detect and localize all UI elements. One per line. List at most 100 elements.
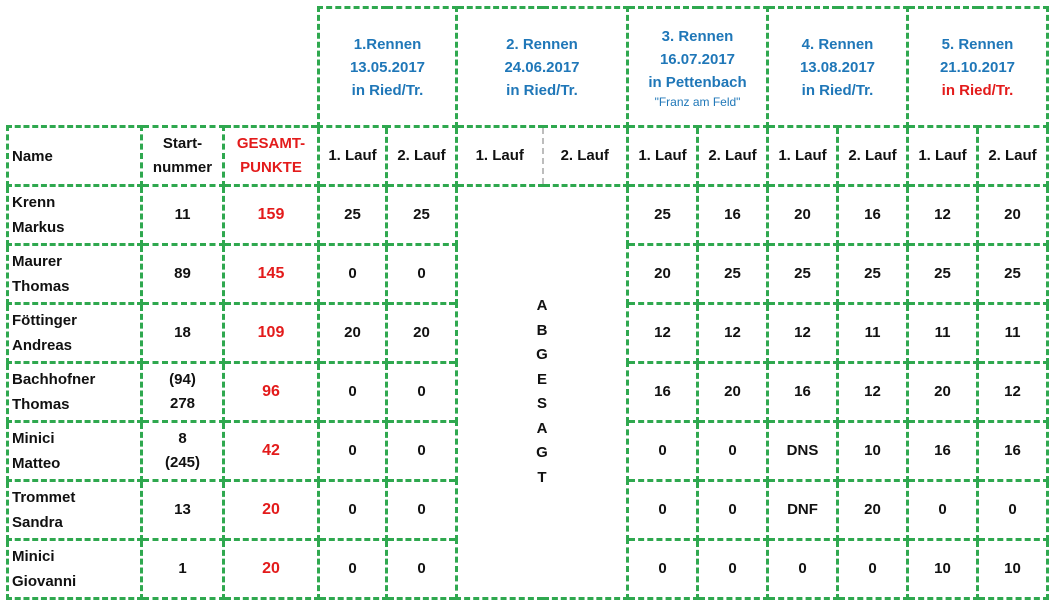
r4-run1: 16	[766, 361, 839, 423]
race-date: 16.07.2017	[659, 50, 736, 68]
race-location: in Ried/Tr.	[351, 81, 424, 99]
race-date: 24.06.2017	[504, 58, 580, 76]
r1-run2: 25	[385, 184, 458, 246]
race-4-header: 4. Rennen 13.08.2017 in Ried/Tr.	[766, 6, 909, 128]
race-2-cancelled: A B G E S A G T	[455, 184, 629, 600]
race-location: in Ried/Tr.	[506, 81, 578, 99]
r5-run2: 12	[976, 361, 1049, 423]
start-number: 11	[140, 184, 225, 246]
r3-run1: 12	[626, 302, 699, 364]
total-points: 159	[222, 184, 320, 246]
total-points: 109	[222, 302, 320, 364]
race-1-header: 1.Rennen 13.05.2017 in Ried/Tr.	[317, 6, 458, 128]
r3-run2: 16	[696, 184, 769, 246]
r1-run1: 0	[317, 243, 388, 305]
start-number: 18	[140, 302, 225, 364]
r3-run1: 25	[626, 184, 699, 246]
header-r4-run2: 2. Lauf	[836, 125, 909, 187]
header-r3-run1: 1. Lauf	[626, 125, 699, 187]
start-number: 8(245)	[140, 420, 225, 482]
race-3-header: 3. Rennen 16.07.2017 in Pettenbach "Fran…	[626, 6, 769, 128]
r1-run1: 0	[317, 420, 388, 482]
total-points: 145	[222, 243, 320, 305]
r3-run2: 25	[696, 243, 769, 305]
race-location: in Ried/Tr.	[801, 81, 874, 99]
r4-run1: 0	[766, 538, 839, 600]
r4-run1: 12	[766, 302, 839, 364]
header-r2-run1: 1. Lauf	[455, 125, 544, 187]
column-header-row: Name Start- nummer GESAMT- PUNKTE 1. Lau…	[6, 125, 1049, 187]
r5-run1: 12	[906, 184, 979, 246]
r4-run1: 25	[766, 243, 839, 305]
r4-run2: 11	[836, 302, 909, 364]
r3-run2: 20	[696, 361, 769, 423]
header-r1-run1: 1. Lauf	[317, 125, 388, 187]
r5-run1: 25	[906, 243, 979, 305]
race-2-header: 2. Rennen 24.06.2017 in Ried/Tr.	[455, 6, 629, 128]
r4-run2: 0	[836, 538, 909, 600]
r1-run2: 0	[385, 361, 458, 423]
r5-run2: 25	[976, 243, 1049, 305]
r5-run1: 20	[906, 361, 979, 423]
r1-run2: 0	[385, 420, 458, 482]
r3-run1: 0	[626, 479, 699, 541]
r5-run2: 0	[976, 479, 1049, 541]
r5-run2: 11	[976, 302, 1049, 364]
r5-run2: 16	[976, 420, 1049, 482]
header-r1-run2: 2. Lauf	[385, 125, 458, 187]
total-points: 20	[222, 479, 320, 541]
r3-run2: 12	[696, 302, 769, 364]
start-number: 1	[140, 538, 225, 600]
race-header-row: 1.Rennen 13.05.2017 in Ried/Tr. 2. Renne…	[8, 6, 1049, 128]
total-points: 96	[222, 361, 320, 423]
r5-run1: 11	[906, 302, 979, 364]
race-subtitle: "Franz am Feld"	[654, 94, 741, 109]
r3-run1: 0	[626, 538, 699, 600]
total-points: 20	[222, 538, 320, 600]
results-table: 1.Rennen 13.05.2017 in Ried/Tr. 2. Renne…	[6, 6, 1049, 600]
race-date: 21.10.2017	[939, 58, 1016, 76]
header-r5-run2: 2. Lauf	[976, 125, 1049, 187]
r4-run1: DNF	[766, 479, 839, 541]
r4-run1: DNS	[766, 420, 839, 482]
r1-run1: 0	[317, 361, 388, 423]
race-date: 13.08.2017	[799, 58, 876, 76]
r4-run2: 25	[836, 243, 909, 305]
total-points: 42	[222, 420, 320, 482]
race-title: 3. Rennen	[661, 27, 734, 45]
header-total-points: GESAMT- PUNKTE	[222, 125, 320, 187]
r3-run2: 0	[696, 479, 769, 541]
header-r4-run1: 1. Lauf	[766, 125, 839, 187]
race-date: 13.05.2017	[349, 58, 426, 76]
r1-run2: 20	[385, 302, 458, 364]
r1-run1: 0	[317, 538, 388, 600]
r3-run2: 0	[696, 420, 769, 482]
r3-run1: 20	[626, 243, 699, 305]
r3-run1: 0	[626, 420, 699, 482]
race-title: 1.Rennen	[353, 35, 422, 53]
r4-run2: 10	[836, 420, 909, 482]
results-table-container: 1.Rennen 13.05.2017 in Ried/Tr. 2. Renne…	[6, 6, 1049, 600]
r1-run1: 25	[317, 184, 388, 246]
r4-run2: 20	[836, 479, 909, 541]
header-r2-run2: 2. Lauf	[541, 125, 629, 187]
r5-run1: 10	[906, 538, 979, 600]
r1-run2: 0	[385, 243, 458, 305]
start-number: 89	[140, 243, 225, 305]
r1-run1: 20	[317, 302, 388, 364]
start-number: 13	[140, 479, 225, 541]
r5-run1: 0	[906, 479, 979, 541]
